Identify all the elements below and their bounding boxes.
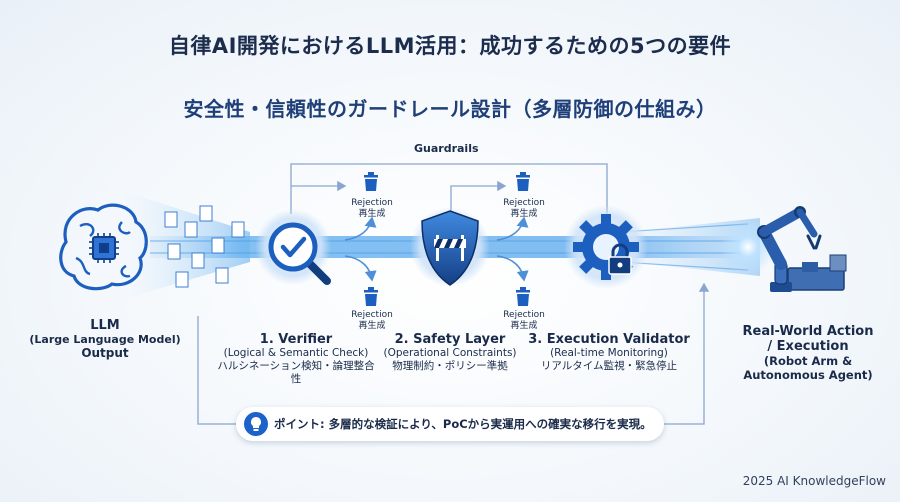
- rejection-label-bottom-1: Rejection 再生成: [349, 310, 395, 332]
- footer-credit: 2025 AI KnowledgeFlow: [742, 474, 886, 488]
- key-point-text: ポイント: 多層的な検証により、PoCから実運用への確実な移行を実現。: [274, 417, 652, 431]
- stage-safety-label: 2. Safety Layer (Operational Constraints…: [374, 332, 526, 373]
- rejection-label-bottom-2: Rejection 再生成: [501, 310, 547, 332]
- trash-icon: [516, 287, 530, 306]
- stage-detail: (Operational Constraints): [383, 347, 517, 359]
- rejection-en: Rejection: [503, 310, 545, 320]
- rejection-jp: 再生成: [510, 209, 538, 219]
- stage-name: 3. Execution Validator: [528, 332, 690, 347]
- rejection-jp: 再生成: [358, 209, 386, 219]
- brain-chip-icon: [59, 203, 148, 291]
- trash-icon: [364, 172, 378, 191]
- stage-name: 2. Safety Layer: [394, 332, 506, 347]
- guardrails-bracket: [290, 163, 608, 214]
- page-title: 自律AI開発におけるLLM活用：成功するための5つの要件: [168, 34, 732, 58]
- llm-title: LLM: [90, 318, 120, 333]
- magnifier-check-icon: [255, 209, 331, 285]
- rejection-arrows: [344, 216, 529, 282]
- llm-output-label: LLM (Large Language Model) Output: [20, 318, 190, 360]
- rejection-en: Rejection: [503, 198, 545, 208]
- stage-jp: 物理制約・ポリシー準拠: [392, 360, 508, 372]
- robot-arm-icon: [757, 206, 847, 292]
- llm-subtitle: (Large Language Model): [29, 333, 181, 346]
- stage-verifier-label: 1. Verifier (Logical & Semantic Check) ハ…: [213, 332, 379, 386]
- trash-icon: [364, 287, 378, 306]
- gear-lock-icon: [564, 205, 648, 289]
- rejection-label-top-2: Rejection 再生成: [501, 198, 547, 220]
- stage-detail: (Logical & Semantic Check): [223, 347, 369, 359]
- document-stream-icons: [164, 205, 245, 288]
- output-line-1: Real-World Action: [742, 324, 874, 339]
- rejection-en: Rejection: [351, 198, 393, 208]
- stage-jp: ハルシネーション検知・論理整合性: [217, 360, 375, 385]
- real-world-action-label: Real-World Action / Execution (Robot Arm…: [724, 324, 892, 382]
- stage-detail: (Real-time Monitoring): [550, 347, 668, 359]
- lightbulb-icon: [244, 412, 268, 436]
- rejection-jp: 再生成: [358, 321, 386, 331]
- output-line-4: Autonomous Agent): [743, 368, 873, 382]
- shield-barrier-icon: [410, 207, 490, 287]
- stage-validator-label: 3. Execution Validator (Real-time Monito…: [526, 332, 692, 373]
- key-point-note: ポイント: 多層的な検証により、PoCから実運用への確実な移行を実現。: [236, 407, 664, 441]
- rejection-label-top-1: Rejection 再生成: [349, 198, 395, 220]
- trash-icon: [516, 172, 530, 191]
- stage-jp: リアルタイム監視・緊急停止: [540, 360, 678, 372]
- feedback-loop-line: [197, 282, 710, 425]
- guardrails-label: Guardrails: [414, 142, 479, 155]
- stage-name: 1. Verifier: [259, 332, 333, 347]
- output-line-3: (Robot Arm &: [763, 354, 853, 368]
- llm-output-word: Output: [81, 346, 129, 360]
- rejection-en: Rejection: [351, 310, 393, 320]
- output-line-2: / Execution: [767, 339, 849, 354]
- rejection-jp: 再生成: [510, 321, 538, 331]
- page-subtitle: 安全性・信頼性のガードレール設計（多層防御の仕組み）: [183, 97, 717, 121]
